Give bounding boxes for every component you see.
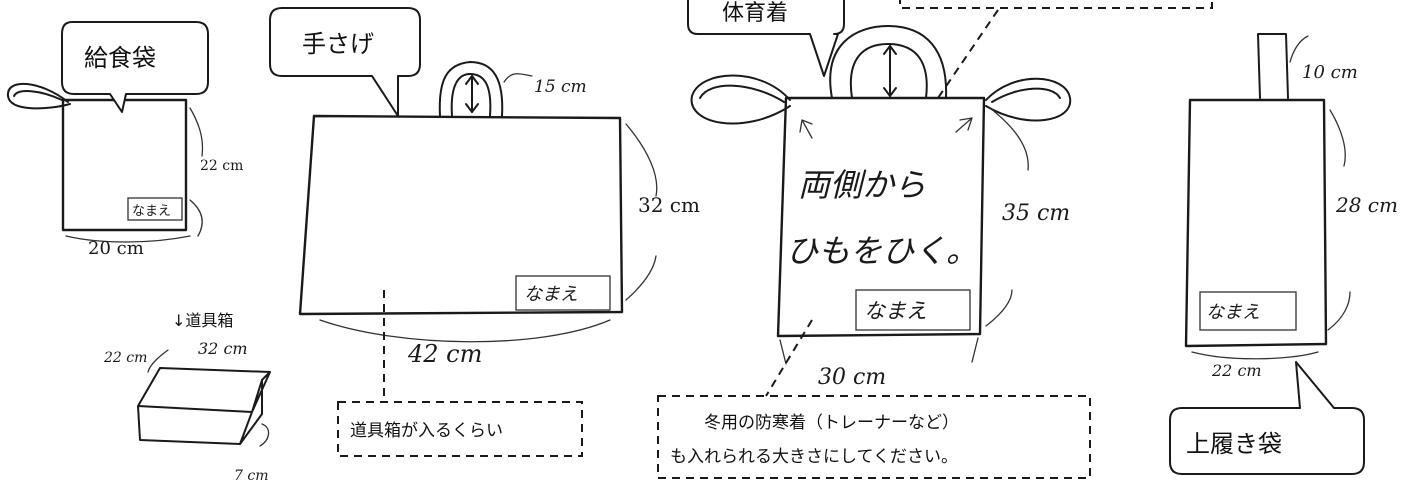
gym-bag-height-label: 35 cm (1002, 201, 1070, 226)
lunch-bag-height-label: 22 cm (200, 158, 243, 174)
tote-name-tag (515, 275, 611, 311)
gym-bag-note-line1: 両側から (798, 166, 926, 204)
lunch-bag-name-tag (127, 197, 183, 221)
shoe-bag-title: 上履き袋 (1186, 430, 1282, 458)
gym-bag-handle (829, 25, 948, 99)
shoe-bag-width-label: 22 cm (1211, 361, 1262, 380)
lunch-bag-bubble (61, 21, 209, 113)
tool-box-caption: ↓道具箱 (172, 311, 233, 330)
tote-bubble (269, 7, 421, 117)
gym-bag-name-tag-text: なまえ (864, 299, 927, 323)
tote-height-label: 32 cm (638, 193, 700, 217)
gym-bag-right-loop (985, 77, 1072, 122)
tool-box-drawing: 22 cm 32 cm 7 cm (103, 339, 271, 483)
shoe-bag-name-tag (1199, 291, 1297, 331)
tool-box-note: 道具箱が入るくらい (350, 421, 503, 441)
gym-bag-body (776, 96, 986, 338)
gym-bag-bubble (687, 0, 845, 77)
shoe-bag-body (1184, 98, 1328, 348)
tote-bag-drawing: 15 cm なまえ 32 cm 42 cm (298, 61, 700, 368)
tote-handle-label: 15 cm (534, 77, 587, 97)
tote-handle (438, 61, 504, 117)
tool-box-width-label: 32 cm (198, 339, 248, 358)
top-note-frame (899, 0, 1213, 9)
gym-bag-note-line2: ひもをひく。 (786, 232, 978, 270)
tool-box (137, 367, 271, 445)
lunch-bag-loop (6, 83, 71, 110)
gym-bag-width-label: 30 cm (818, 365, 886, 390)
shoe-bag-bubble (1169, 361, 1365, 475)
tote-width-label: 42 cm (407, 340, 482, 368)
lunch-bag-title: 給食袋 (84, 44, 156, 72)
shoe-bag-name-tag-text: なまえ (1206, 302, 1260, 323)
tote-bag-body (298, 114, 624, 316)
gym-bag-title: 体育着 (722, 1, 788, 26)
winter-note-line1: 冬用の防寒着（トレーナーなど） (704, 413, 959, 433)
lunch-bag-width-label: 20 cm (88, 238, 144, 259)
shoe-bag-handle (1257, 33, 1289, 99)
tote-title: 手さげ (302, 30, 374, 58)
tool-box-depth-label: 22 cm (103, 350, 147, 366)
gym-bag-drawing: 両側から ひもをひく。 なまえ 35 cm 30 cm (690, 25, 1072, 390)
shoe-bag-handle-label: 10 cm (1302, 62, 1358, 83)
shoe-bag-drawing: 10 cm なまえ 28 cm 22 cm (1184, 33, 1398, 380)
shoe-bag-height-label: 28 cm (1335, 193, 1398, 217)
tote-name-tag-text: なまえ (524, 284, 578, 305)
lunch-bag-drawing: なまえ 22 cm 20 cm (6, 83, 243, 259)
gym-bag-name-tag (855, 289, 971, 331)
tool-box-height-label: 7 cm (234, 468, 268, 483)
winter-note-line2: も入れられる大きさにしてください。 (670, 447, 958, 467)
gym-bag-left-loop (690, 74, 791, 125)
winter-note-frame (657, 395, 1091, 479)
tool-box-note-frame (337, 401, 583, 457)
lunch-bag-name-tag-text: なまえ (132, 204, 171, 219)
